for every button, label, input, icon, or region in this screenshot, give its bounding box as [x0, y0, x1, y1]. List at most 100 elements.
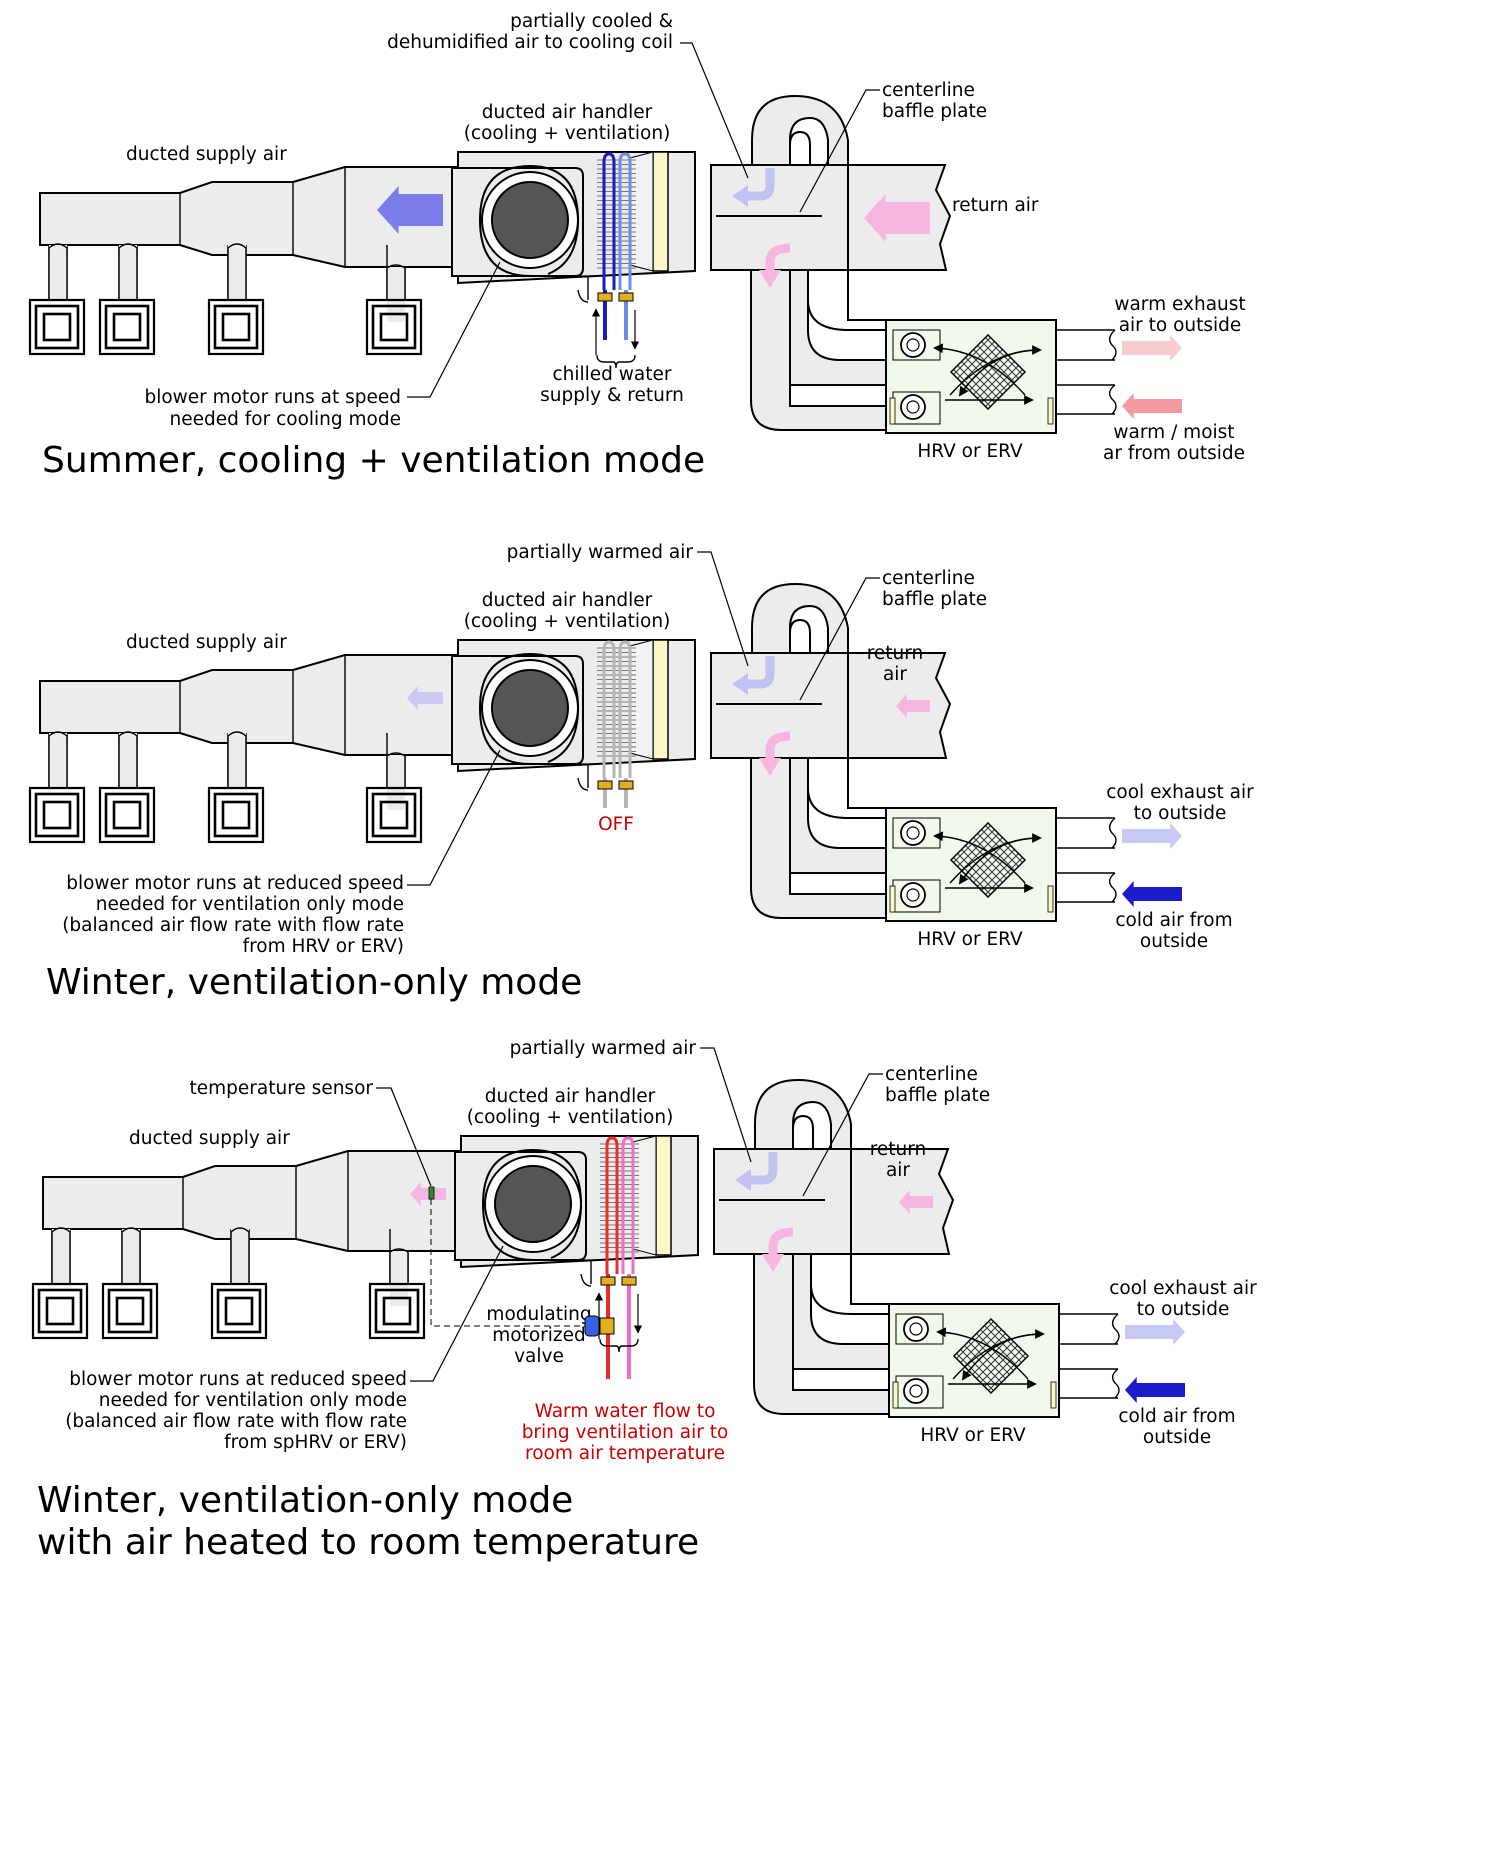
branch-fill: [49, 245, 67, 300]
outdoor-ducts: [1059, 1313, 1118, 1399]
hrv-fan-hub: [909, 1384, 923, 1398]
register-ring: [28, 298, 86, 356]
supply-register: [101, 1282, 159, 1340]
branch-fill: [119, 733, 137, 788]
coil-tube-return: [618, 640, 632, 778]
intake-air-arrow: [1122, 393, 1182, 419]
supply-register: [365, 786, 423, 844]
hrv-flow-arrow: [949, 345, 1042, 396]
supply-trunk: [42, 1150, 464, 1252]
pipe-union: [618, 292, 634, 302]
hrv-filter: [889, 397, 896, 425]
trunk-seams: [179, 167, 346, 267]
outdoor-air-arrow: [768, 1227, 794, 1260]
register-ring: [42, 312, 72, 342]
supply-air-arrow: [407, 686, 443, 710]
hrv-flow-arrow: [933, 343, 1026, 396]
coil-air-leader: [700, 1047, 752, 1163]
hrv-upper-loop: [751, 94, 849, 166]
hrv-supply-duct: [753, 1253, 894, 1415]
temperature-sensor: [428, 1186, 435, 1200]
register-ring: [213, 304, 259, 350]
water-label-line: chilled water: [552, 364, 671, 385]
register-ring: [107, 1288, 153, 1334]
coil-air-arrow: [745, 1152, 778, 1185]
supply-register: [98, 786, 156, 844]
valve-body: [599, 1317, 615, 1335]
coil-air-arrowhead: [732, 673, 748, 695]
exhaust-air-arrow: [1122, 823, 1182, 849]
branch-cap: [386, 752, 406, 757]
register-ring: [112, 800, 142, 830]
water-brace: [596, 354, 636, 369]
coil-air-label-line: partially warmed air: [507, 542, 694, 563]
hrv-inner-loop: [789, 130, 811, 165]
supply-register: [368, 1282, 426, 1340]
baffle-leader: [799, 577, 880, 701]
panel-title: Summer, cooling + ventilation mode: [42, 440, 705, 481]
exhaust-label-line: air to outside: [1119, 315, 1242, 336]
register-ring: [379, 312, 409, 342]
supply-air-label-line: ducted supply air: [129, 1128, 290, 1149]
supply-air-arrow: [410, 1182, 446, 1206]
hrv-fan-icon: [900, 820, 926, 846]
register-ring: [365, 298, 423, 356]
branch-cap: [230, 1227, 250, 1233]
blower-label-line: (balanced air flow rate with flow rate: [62, 915, 404, 936]
baffle-label-line: baffle plate: [885, 1085, 990, 1106]
branch-edge: [51, 1231, 71, 1284]
exhaust-label-line: to outside: [1137, 1299, 1230, 1320]
coil-air-label: partially cooled &dehumidified air to co…: [387, 11, 673, 53]
trunk-seams: [182, 1151, 349, 1251]
branch-fill: [387, 755, 405, 810]
hrv-fan-icon: [903, 1378, 929, 1404]
exhaust-label-line: warm exhaust: [1114, 294, 1245, 315]
branch-edge: [386, 755, 406, 788]
hrv-label: HRV or ERV: [917, 929, 1023, 950]
supply-register: [98, 298, 156, 356]
branch-fill: [122, 1229, 140, 1284]
blower-label-line: needed for ventilation only mode: [96, 894, 404, 915]
hrv-inner-loop: [792, 1114, 814, 1149]
water-off-label: OFF: [598, 814, 634, 835]
heat-exchanger-core: [952, 1317, 1030, 1395]
blower-scroll: [478, 164, 580, 277]
valve-label-line: modulating: [486, 1304, 591, 1325]
hrv-filter: [1050, 1381, 1057, 1409]
pipe-union: [597, 780, 613, 790]
supply-register: [28, 786, 86, 844]
blower-scroll: [478, 652, 580, 765]
heat-exchanger-core: [949, 821, 1027, 899]
coil-air-label-line: partially warmed air: [510, 1038, 697, 1059]
hrv-exhaust-duct: [789, 269, 891, 386]
branch-cap: [386, 264, 406, 269]
register-ring: [368, 1282, 426, 1340]
condensate-trap: [577, 764, 589, 791]
outdoor-air-arrowhead: [762, 1254, 784, 1272]
panel-title-line: Winter, ventilation-only mode: [46, 962, 582, 1003]
exhaust-air-arrow: [1122, 335, 1182, 361]
register-ring: [112, 312, 142, 342]
blower-scroll: [481, 1148, 583, 1261]
return-air-label-line: return: [867, 643, 924, 664]
baffle-leader: [802, 1073, 883, 1197]
register-ring: [101, 1282, 159, 1340]
hrv-inner-loop: [789, 618, 811, 653]
exhaust-label-line: cool exhaust air: [1109, 1278, 1257, 1299]
return-air-label-line: return air: [952, 195, 1039, 216]
hrv-fan-hub: [906, 400, 920, 414]
register-ring: [207, 786, 265, 844]
outdoor-ducts: [1056, 329, 1115, 415]
hrv-supply-duct: [750, 757, 891, 919]
branch-edge: [227, 247, 247, 300]
hrv-upper-loop: [751, 582, 849, 654]
branch-cap: [48, 243, 68, 249]
hrv-exhaust-duct: [789, 757, 891, 874]
baffle-label-line: baffle plate: [882, 589, 987, 610]
branch-cap: [118, 731, 138, 737]
